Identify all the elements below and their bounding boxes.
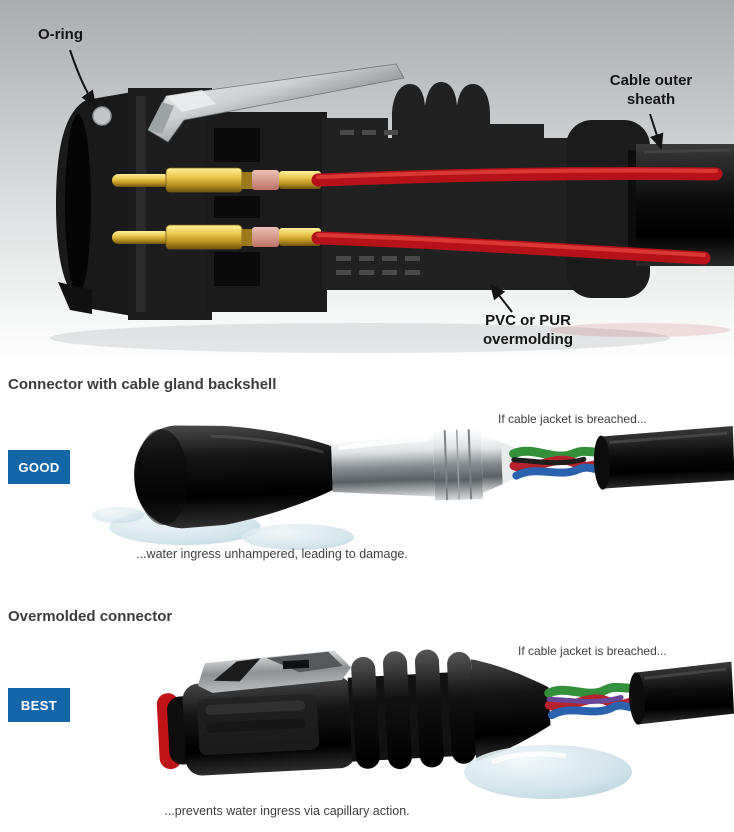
cross-section-figure: O-ring Cable outer sheath PVC or PUR ove… [0, 0, 734, 365]
best-section-heading: Overmolded connector [8, 608, 173, 625]
chrome-gland [331, 434, 436, 497]
best-badge: BEST [8, 688, 70, 722]
cable-sheath-label-line2: sheath [626, 90, 676, 108]
o-ring-arrow [69, 49, 97, 107]
overmolded-connector-figure [0, 632, 734, 807]
gland-connector-illustration [92, 425, 734, 550]
exposed-wires [544, 682, 646, 720]
gland-connector-figure [0, 405, 734, 560]
good-section-heading: Connector with cable gland backshell [8, 376, 277, 393]
overmold-label-line1: PVC or PUR [485, 312, 571, 329]
contact-pins [112, 167, 321, 250]
latch-clip [147, 63, 405, 143]
cross-section-illustration [0, 0, 734, 365]
good-caption: ...water ingress unhampered, leading to … [136, 547, 408, 561]
good-badge: GOOD [8, 450, 70, 484]
latch [197, 650, 352, 693]
overmold-label: PVC or PUR overmolding [446, 312, 610, 350]
annotation-arrows [69, 49, 664, 313]
water-puddle [92, 507, 144, 523]
water-puddle [242, 524, 354, 550]
water-droplet [464, 745, 632, 799]
cable-sheath-arrow [649, 113, 664, 150]
o-ring [92, 106, 112, 126]
connector-body [56, 82, 650, 320]
o-ring-label: O-ring [38, 26, 83, 43]
strain-relief-ribs [347, 649, 482, 770]
gland-connector [134, 425, 734, 529]
floor-reflection [50, 323, 730, 353]
crimp-seal [252, 227, 279, 247]
overmolded-connector-illustration [156, 649, 734, 799]
best-breach-annotation: If cable jacket is breached... [518, 644, 667, 658]
overmold-label-line2: overmolding [482, 330, 573, 348]
crimp-seal [252, 170, 279, 190]
good-breach-annotation: If cable jacket is breached... [498, 412, 647, 426]
cable-sheath-label-line1: Cable outer [609, 72, 693, 89]
red-wires [311, 166, 723, 265]
overmold-arrow [489, 283, 513, 313]
overmolded-connector [156, 649, 734, 776]
mold-vent-dashes [336, 130, 420, 275]
best-caption: ...prevents water ingress via capillary … [164, 804, 410, 818]
cable-sheath [628, 144, 734, 266]
cable-sheath-label: Cable outer sheath [584, 72, 718, 110]
overmold-boot [470, 659, 551, 762]
